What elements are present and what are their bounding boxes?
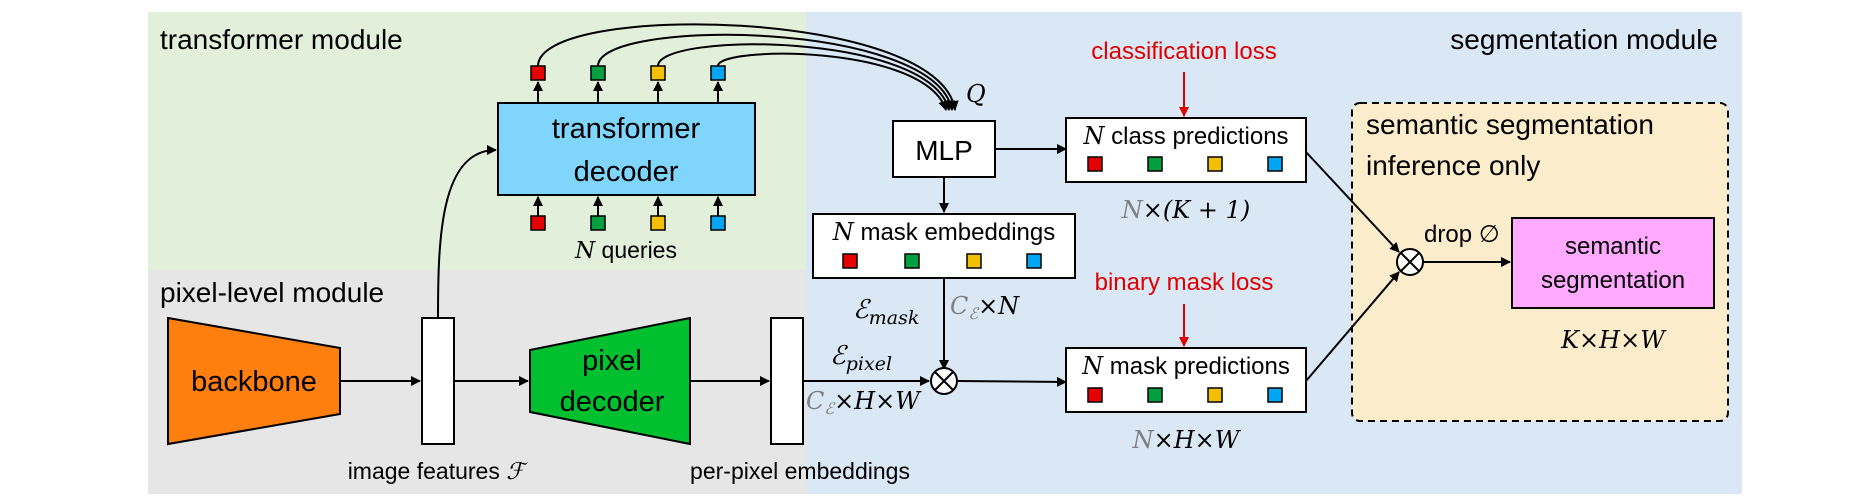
segmentation-module-title: segmentation module <box>1450 24 1718 55</box>
q-curve-3 <box>657 43 952 111</box>
mask-pred-square-red <box>1087 387 1103 403</box>
arrow-otimes-to-mask-pred <box>956 376 1067 387</box>
pixel-decoder-label-line1: pixel <box>582 345 642 377</box>
mask-emb-square-red <box>842 253 858 269</box>
mask-pred-square-green <box>1147 387 1163 403</box>
queries-label: N queries <box>574 237 677 264</box>
ce-times-n-label: Cℰ×N <box>950 292 1020 323</box>
class-square-blue <box>1267 156 1283 172</box>
otimes-icon <box>1396 248 1424 276</box>
class-predictions-dim: N×(K + 1) <box>1121 196 1250 224</box>
q-label: Q <box>966 80 986 108</box>
inference-title-line2: inference only <box>1366 150 1540 181</box>
transformer-decoder-label-line1: transformer <box>552 113 701 145</box>
arrow-mask-to-otimes2 <box>1305 271 1400 382</box>
mask-emb-square-yellow <box>966 253 982 269</box>
semantic-segmentation-block <box>1511 217 1715 309</box>
semantic-seg-label-line1: semantic <box>1565 233 1661 260</box>
q-curve-4 <box>717 52 949 111</box>
classification-loss-label: classification loss <box>1091 38 1276 65</box>
arrow-features-to-transformer <box>437 145 497 319</box>
transformer-module-title: transformer module <box>160 24 403 55</box>
mask-embeddings-label: N mask embeddings <box>832 218 1055 246</box>
eps-pixel-label: ℰpixel <box>830 341 892 375</box>
pixel-decoder-label-line2: decoder <box>560 386 665 418</box>
mask-pred-square-yellow <box>1207 387 1223 403</box>
class-predictions-box <box>1065 117 1307 183</box>
semantic-seg-label-line2: segmentation <box>1541 267 1685 294</box>
mask-emb-square-blue <box>1026 253 1042 269</box>
class-square-green <box>1147 156 1163 172</box>
output-square-green <box>590 65 606 81</box>
eps-mask-label: ℰmask <box>853 295 919 329</box>
mask-predictions-dim: N×H×W <box>1132 426 1242 454</box>
arrow-class-to-otimes2 <box>1305 151 1400 253</box>
query-square-green <box>590 215 606 231</box>
transformer-decoder-block <box>497 102 756 196</box>
image-features-bar <box>421 317 455 445</box>
mask-emb-square-green <box>904 253 920 269</box>
mlp-label: MLP <box>915 135 973 166</box>
per-pixel-embeddings-bar <box>770 317 804 445</box>
inference-title-line1: semantic segmentation <box>1366 109 1654 140</box>
class-square-yellow <box>1207 156 1223 172</box>
q-curve-2 <box>597 33 956 111</box>
class-square-red <box>1087 156 1103 172</box>
backbone-label: backbone <box>191 366 317 398</box>
output-square-blue <box>710 65 726 81</box>
binary-mask-loss-label: binary mask loss <box>1095 269 1274 296</box>
mask-predictions-label: N mask predictions <box>1081 352 1290 380</box>
otimes-icon <box>930 367 958 395</box>
pixel-level-module-title: pixel-level module <box>160 277 384 308</box>
query-square-yellow <box>650 215 666 231</box>
ce-times-hw-label: Cℰ×H×W <box>806 387 922 418</box>
mask-pred-square-blue <box>1267 387 1283 403</box>
mlp-block <box>892 120 996 178</box>
output-square-yellow <box>650 65 666 81</box>
transformer-decoder-label-line2: decoder <box>574 156 679 188</box>
image-features-label: image features ℱ <box>348 458 529 485</box>
query-square-blue <box>710 215 726 231</box>
drop-label: drop ∅ <box>1424 221 1500 248</box>
mask-predictions-box <box>1065 347 1307 413</box>
output-square-red <box>530 65 546 81</box>
backbone-block <box>167 316 341 446</box>
q-curve-1 <box>537 23 959 111</box>
pixel-decoder-block <box>529 316 691 446</box>
output-dim-label: K×H×W <box>1560 326 1667 354</box>
class-predictions-label: N class predictions <box>1082 122 1288 150</box>
query-square-red <box>530 215 546 231</box>
per-pixel-embeddings-label: per-pixel embeddings <box>690 458 910 484</box>
